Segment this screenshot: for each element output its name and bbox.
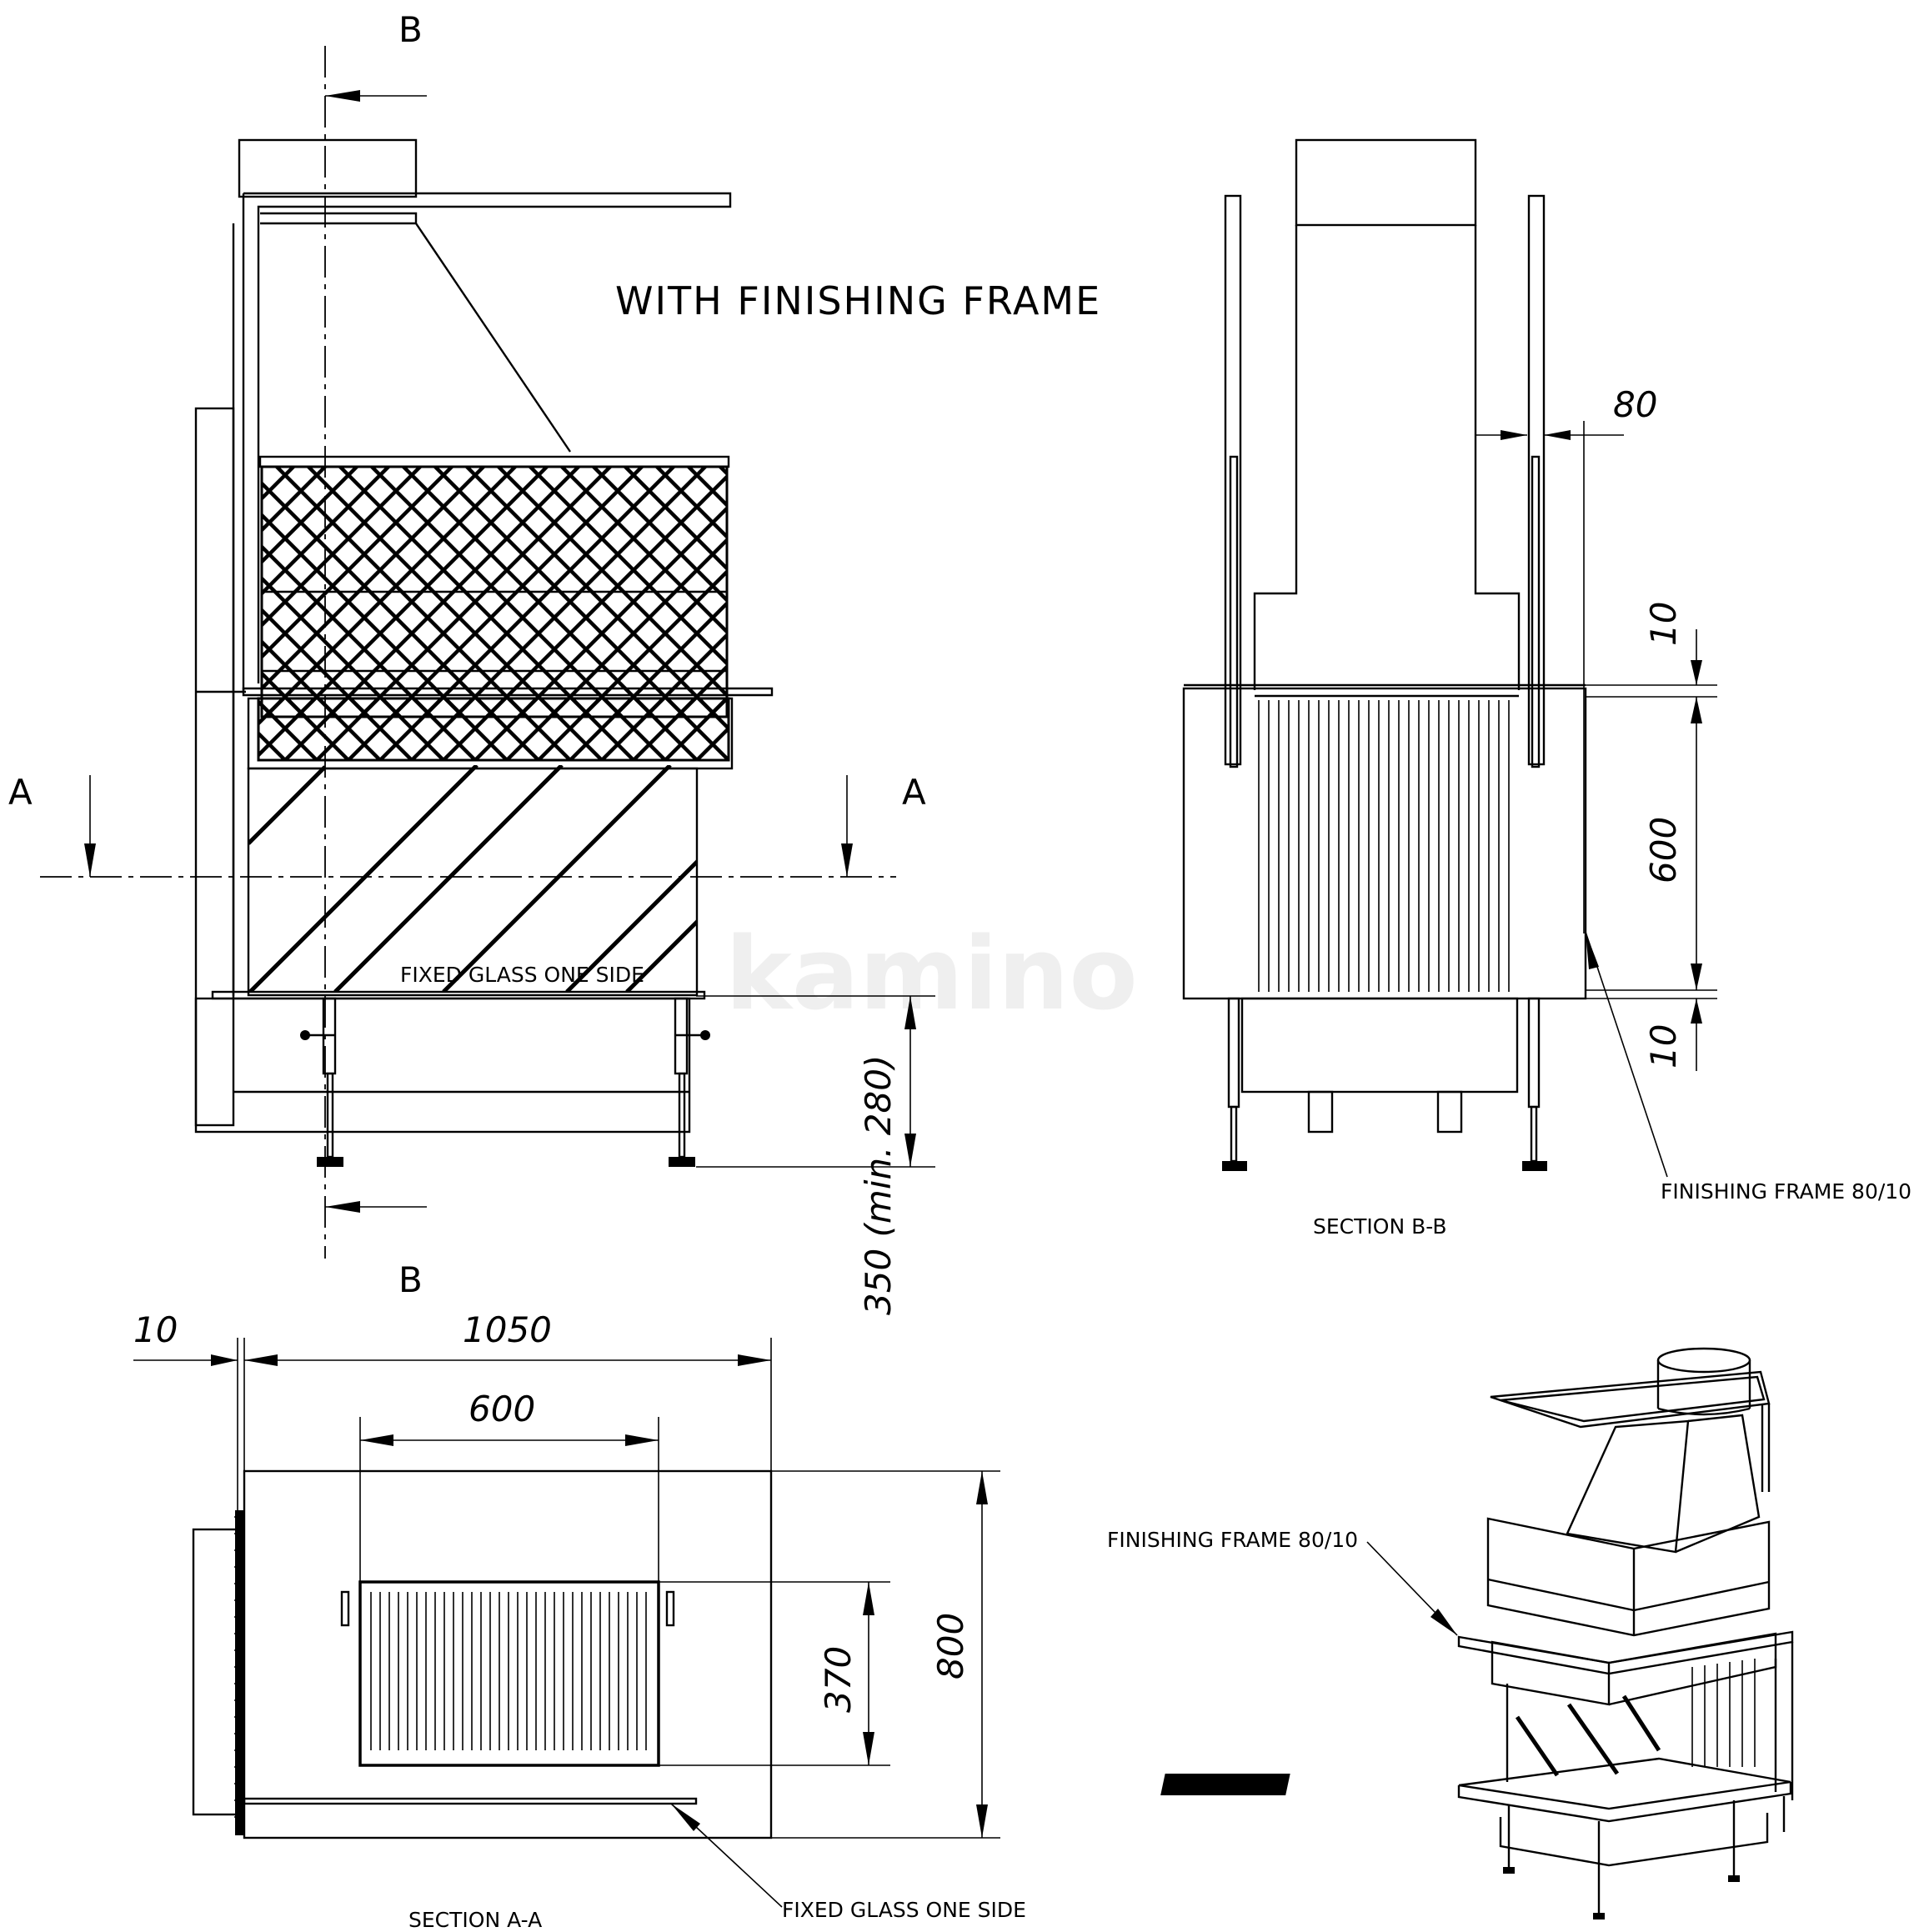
aa-dim-depth: 800 [930, 1613, 971, 1679]
section-aa: 10 1050 600 370 800 FIXED GLASS ONE SIDE… [133, 1309, 1026, 1932]
section-marker-a-right: A [902, 772, 926, 813]
front-legs [300, 997, 710, 1167]
perspective-view: FINISHING FRAME 80/10 [1107, 1347, 1794, 1919]
perspective-frame-label: FINISHING FRAME 80/10 [1107, 1528, 1358, 1552]
aa-dim-grate-depth: 370 [818, 1646, 859, 1713]
aa-dim-width: 1050 [463, 1309, 552, 1350]
front-view-title: WITH FINISHING FRAME [615, 278, 1101, 323]
aa-dim-frame: 10 [133, 1309, 178, 1350]
front-height-dimension: 350 (min. 280) [858, 1055, 899, 1315]
bb-firebox-ribs [1258, 700, 1510, 992]
bb-dim-top: 10 [1643, 602, 1684, 646]
perspective-legs [1503, 1796, 1786, 1919]
grate-bars [370, 1592, 647, 1750]
bb-frame-label: FINISHING FRAME 80/10 [1661, 1179, 1911, 1204]
front-glass-label: FIXED GLASS ONE SIDE [400, 963, 644, 987]
section-marker-b-top: B [398, 9, 423, 50]
aa-glass-label: FIXED GLASS ONE SIDE [782, 1898, 1026, 1922]
section-aa-label: SECTION A-A [408, 1908, 542, 1932]
bb-dim-bottom: 10 [1643, 1024, 1684, 1069]
front-view: WITH FINISHING FRAME B B A A [8, 9, 1101, 1315]
section-marker-a-left: A [8, 772, 33, 813]
watermark: kamino [725, 917, 1138, 1033]
bb-dim-opening: 600 [1643, 817, 1684, 883]
bb-dim-frame-width: 80 [1613, 384, 1657, 425]
section-bb-label: SECTION B-B [1313, 1214, 1447, 1239]
aa-dim-grate-width: 600 [468, 1389, 535, 1429]
section-bb: 80 10 600 10 FINISHING FRAME 80/10 SECTI… [1182, 138, 1911, 1239]
section-marker-b-bottom: B [398, 1259, 423, 1300]
